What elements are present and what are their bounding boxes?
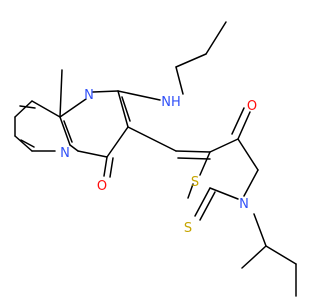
bond (209, 138, 239, 153)
bond (265, 245, 297, 265)
atom-label-o-pyrimidinone: O (97, 179, 107, 194)
atom-label-s-thione: S (184, 221, 192, 236)
bond (237, 111, 251, 140)
atom-label-n-imine: N (84, 88, 94, 103)
bond (187, 183, 194, 199)
bond (253, 213, 267, 247)
bond (77, 150, 108, 158)
bond (205, 21, 227, 55)
bond (14, 100, 33, 118)
bond (117, 90, 129, 128)
bond (194, 187, 211, 217)
bond (31, 100, 61, 118)
bond (177, 157, 211, 160)
bond (231, 107, 245, 135)
bond (199, 151, 211, 176)
bond (109, 157, 114, 178)
bond (121, 96, 131, 122)
bond (59, 98, 87, 118)
bond (59, 116, 71, 146)
bond (20, 139, 35, 148)
atom-label-nh: NH (161, 95, 181, 110)
bond (209, 187, 239, 200)
bond (92, 90, 119, 93)
bond (127, 126, 177, 152)
bond (103, 156, 108, 177)
atom-label-n-thiazolidine: N (239, 197, 249, 212)
bond (237, 138, 259, 171)
bond (59, 69, 63, 118)
bond (243, 169, 259, 197)
atom-label-s-ring: S (191, 175, 199, 190)
bond (175, 53, 207, 68)
bond (241, 245, 267, 269)
bond (175, 66, 184, 95)
atom-label-n-bridge: N (60, 146, 70, 161)
structure-drawing: N N NH O O S S N (14, 21, 297, 297)
bond (19, 105, 36, 109)
molecule-svg: N N NH O O S S N (14, 21, 297, 297)
bonds (14, 21, 297, 297)
bond (14, 135, 33, 152)
bond (199, 191, 216, 221)
bond (117, 90, 161, 101)
bond (69, 144, 79, 152)
bond (63, 120, 73, 143)
atom-labels: N N NH O O S S N (60, 88, 257, 236)
atom-label-o-thiazolidinone: O (247, 99, 257, 114)
bond (175, 150, 211, 153)
bond (106, 126, 129, 158)
